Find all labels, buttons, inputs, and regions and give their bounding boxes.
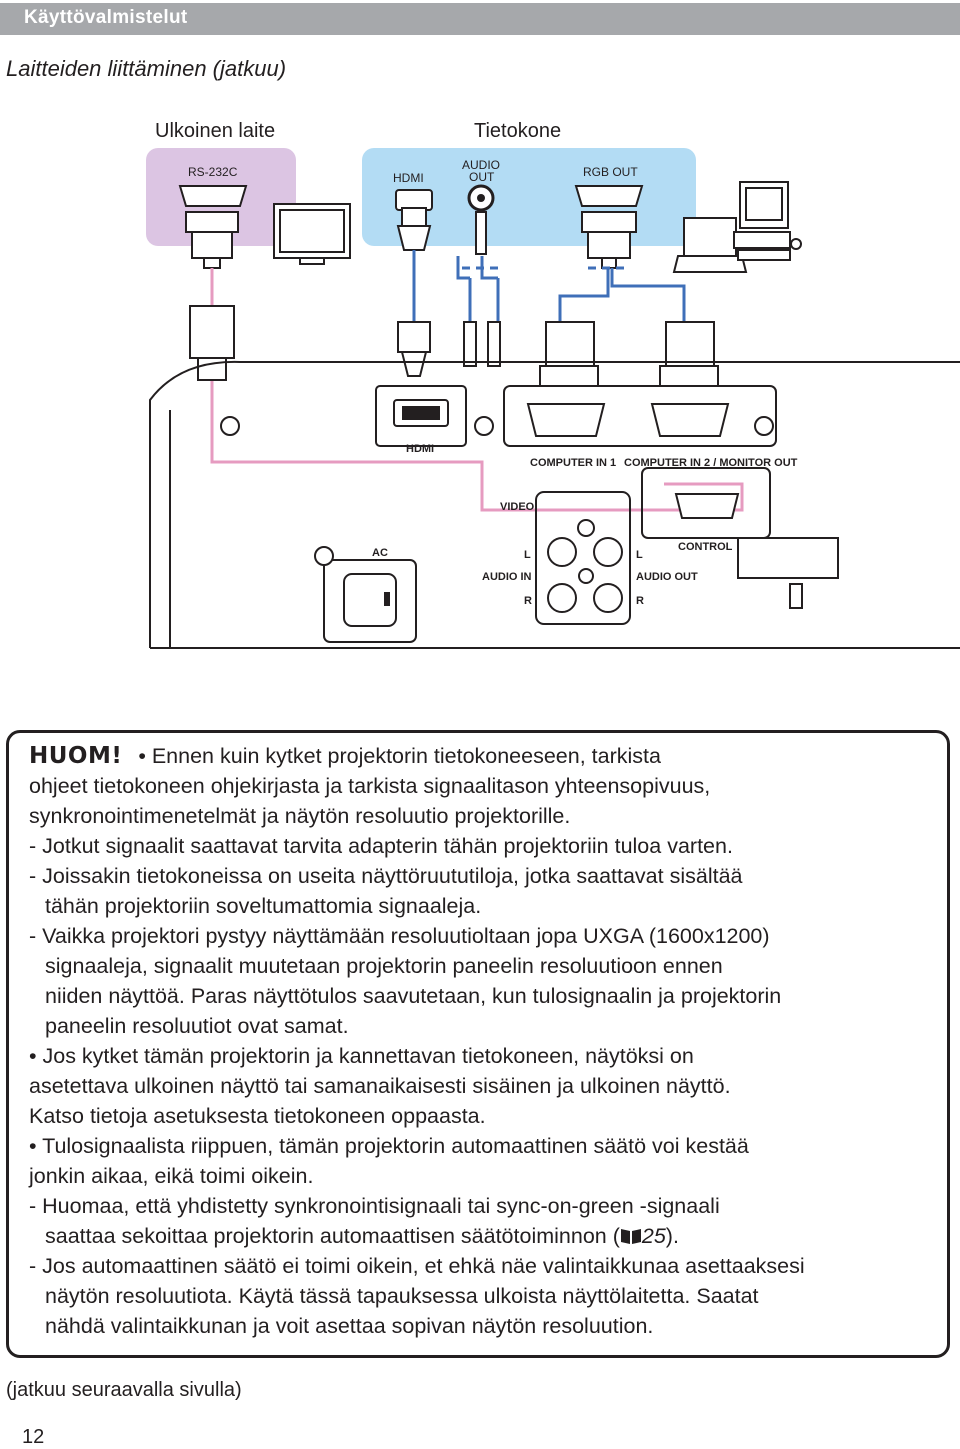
external-device-label: Ulkoinen laite (155, 120, 275, 142)
audio-out-label-1: AUDIO (462, 158, 500, 172)
note-line: paneelin resoluutiot ovat samat. (45, 1014, 349, 1038)
projector-rear-panel (149, 360, 960, 649)
note-line: • Tulosignaalista riippuen, tämän projek… (29, 1134, 749, 1158)
rgb-cable-end (581, 211, 637, 269)
panel-control-label: CONTROL (678, 541, 733, 553)
connection-diagram: Ulkoinen laite Tietokone RS-232C HDMI AU… (146, 120, 960, 649)
panel-audio-in-label: AUDIO IN (482, 571, 532, 583)
panel-audio-out-label: AUDIO OUT (636, 571, 698, 583)
book-icon (620, 1223, 642, 1244)
note-line: näytön resoluutiota. Käytä tässä tapauks… (45, 1284, 759, 1308)
note-line: - Jotkut signaalit saattavat tarvita ada… (29, 834, 733, 858)
laptop-icon (672, 217, 748, 273)
rgb-out-port (574, 185, 644, 207)
audio-out-label-2: OUT (469, 170, 495, 184)
rs232c-port (178, 185, 248, 207)
panel-computer-in2-label: COMPUTER IN 2 / MONITOR OUT (624, 457, 798, 469)
blue-cables (412, 250, 686, 322)
pink-cable (210, 268, 744, 512)
note-line-1: HUOM! • Ennen kuin kytket projektorin ti… (29, 743, 661, 769)
continued-note: (jatkuu seuraavalla sivulla) (6, 1379, 242, 1401)
hdmi-out-label: HDMI (393, 171, 424, 185)
chapter-title: Käyttövalmistelut (24, 7, 188, 28)
note-line: tähän projektoriin soveltumattomia signa… (45, 894, 482, 918)
rs232c-cable-plug-lower (189, 305, 235, 359)
note-line: synkronointimenetelmät ja näytön resoluu… (29, 804, 571, 828)
audio-plug-left (463, 321, 477, 367)
audio-plug-right (487, 321, 501, 367)
external-monitor-icon (273, 203, 351, 265)
security-slot (789, 583, 803, 609)
note-line: - Joissakin tietokoneissa on useita näyt… (29, 864, 743, 888)
panel-r2-label: R (636, 595, 644, 607)
note-line: asetettava ulkoinen näyttö tai samanaika… (29, 1074, 731, 1098)
note-line: nähdä valintaikkunan ja voit asettaa sop… (45, 1314, 654, 1338)
note-line-ref: saattaa sekoittaa projektorin automaatti… (45, 1221, 679, 1251)
hdmi-cable-plug-lower (397, 321, 431, 353)
rgb-out-label: RGB OUT (583, 165, 638, 179)
panel-computer-in1-label: COMPUTER IN 1 (530, 457, 616, 469)
note-line: - Huomaa, että yhdistetty synkronointisi… (29, 1194, 720, 1218)
panel-video-label: VIDEO (500, 501, 535, 513)
note-box: HUOM! • Ennen kuin kytket projektorin ti… (6, 730, 950, 1358)
hdmi-cable-end (396, 207, 432, 251)
vga-plug-1 (545, 321, 595, 367)
note-line: • Jos kytket tämän projektorin ja kannet… (29, 1044, 694, 1068)
note-line: - Vaikka projektori pystyy näyttämään re… (29, 924, 770, 948)
rs232c-cable-end (185, 211, 239, 269)
panel-ac-label: AC (372, 547, 388, 559)
note-label: HUOM! (29, 743, 123, 769)
chapter-header: Käyttövalmistelut (0, 3, 960, 35)
panel-l1-label: L (524, 549, 531, 561)
page-reference[interactable]: 25 (641, 1224, 666, 1248)
note-line: - Jos automaattinen säätö ei toimi oikei… (29, 1254, 805, 1278)
audio-plug (475, 211, 487, 255)
vga-plug-2 (665, 321, 715, 367)
note-line: signaaleja, signaalit muutetaan projekto… (45, 954, 723, 978)
panel-l2-label: L (636, 549, 643, 561)
desktop-computer-icon (733, 181, 802, 261)
note-line: niiden näyttöä. Paras näyttötulos saavut… (45, 984, 782, 1008)
panel-hdmi-label: HDMI (406, 443, 434, 455)
note-line: Katso tietoja asetuksesta tietokoneen op… (29, 1104, 486, 1128)
note-line: ohjeet tietokoneen ohjekirjasta ja tarki… (29, 774, 711, 798)
computer-label: Tietokone (474, 120, 561, 142)
rs232c-label: RS-232C (188, 165, 238, 179)
note-line: jonkin aikaa, eikä toimi oikein. (29, 1164, 314, 1188)
panel-r1-label: R (524, 595, 532, 607)
page-number: 12 (22, 1426, 45, 1448)
section-title: Laitteiden liittäminen (jatkuu) (6, 56, 287, 81)
